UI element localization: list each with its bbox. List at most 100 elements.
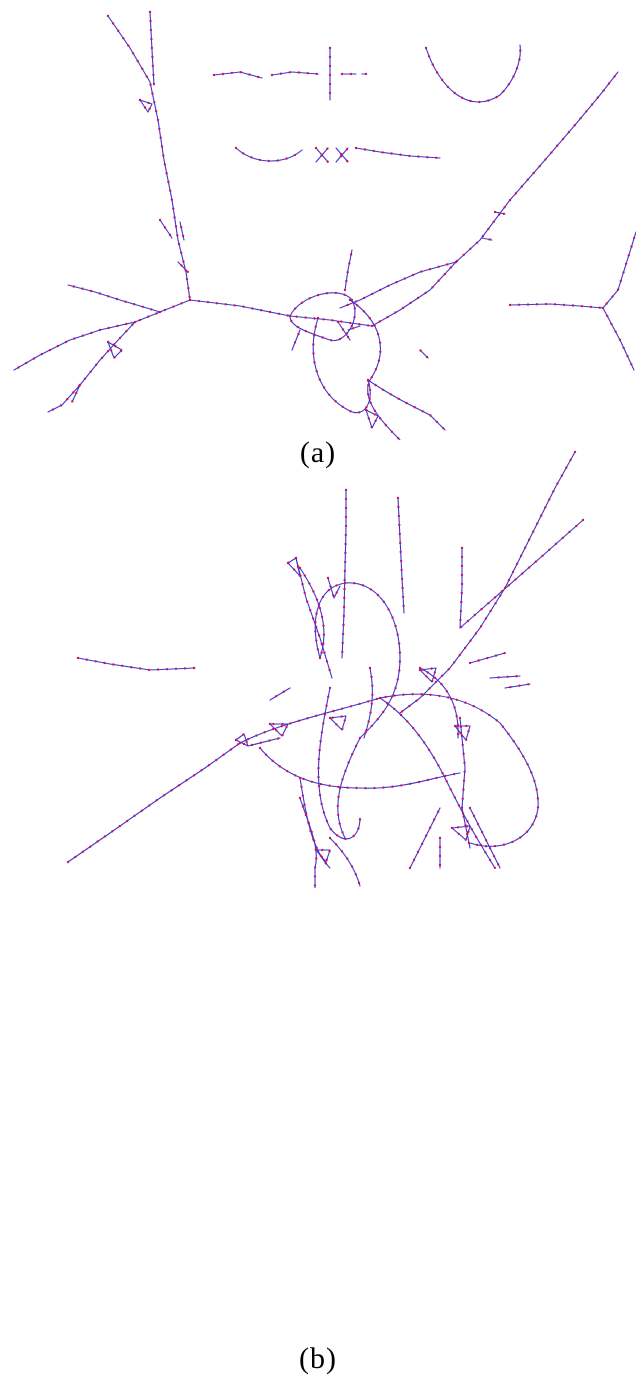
panel-a: (a) bbox=[0, 0, 636, 469]
graph-node bbox=[325, 660, 329, 663]
graph-node bbox=[425, 355, 429, 359]
graph-node bbox=[481, 234, 485, 238]
graph-node bbox=[306, 600, 309, 603]
graph-node bbox=[480, 830, 484, 834]
graph-node bbox=[534, 560, 537, 563]
graph-node bbox=[447, 668, 450, 671]
graph-node bbox=[270, 73, 274, 77]
graph-node bbox=[349, 410, 352, 413]
graph-node bbox=[313, 361, 316, 364]
graph-node bbox=[89, 370, 92, 373]
graph-node bbox=[322, 624, 325, 627]
graph-node bbox=[328, 393, 331, 396]
graph-node bbox=[460, 546, 464, 550]
graph-node bbox=[408, 866, 412, 870]
graph-node bbox=[162, 794, 166, 797]
graph-node bbox=[396, 678, 399, 681]
edge-path bbox=[107, 15, 191, 301]
graph-node bbox=[354, 873, 358, 876]
graph-node bbox=[317, 766, 320, 770]
graph-node bbox=[344, 515, 348, 519]
graph-node bbox=[341, 328, 345, 331]
graph-node bbox=[268, 310, 272, 314]
graph-node bbox=[441, 78, 444, 82]
graph-node bbox=[160, 145, 164, 148]
graph-node bbox=[308, 297, 311, 300]
graph-node bbox=[85, 658, 89, 661]
graph-node bbox=[429, 693, 432, 696]
graph-node bbox=[118, 824, 122, 828]
graph-node bbox=[317, 634, 321, 637]
edge-path bbox=[459, 717, 471, 849]
graph-node bbox=[242, 733, 245, 736]
graph-node bbox=[424, 834, 428, 837]
graph-node bbox=[59, 404, 63, 407]
graph-node bbox=[527, 566, 531, 569]
graph-node bbox=[40, 352, 43, 356]
graph-node bbox=[605, 302, 608, 305]
graph-node bbox=[456, 724, 459, 728]
graph-node bbox=[590, 103, 594, 106]
graph-node bbox=[328, 716, 332, 720]
edge-path bbox=[509, 231, 636, 309]
graph-node bbox=[317, 775, 320, 779]
graph-node bbox=[376, 718, 379, 721]
graph-node bbox=[96, 840, 99, 843]
graph-node bbox=[313, 839, 316, 842]
graph-node bbox=[453, 661, 456, 664]
graph-node bbox=[488, 238, 491, 241]
graph-node bbox=[475, 241, 479, 244]
graph-node bbox=[370, 324, 374, 328]
graph-node bbox=[315, 598, 319, 601]
graph-node bbox=[297, 719, 301, 722]
graph-node bbox=[420, 693, 423, 696]
graph-node bbox=[282, 690, 285, 693]
graph-node bbox=[433, 671, 436, 674]
graph-node bbox=[349, 705, 353, 708]
graph-node bbox=[523, 546, 527, 549]
graph-node bbox=[136, 59, 139, 63]
graph-node bbox=[155, 799, 158, 802]
edge-path bbox=[329, 837, 361, 887]
graph-node bbox=[329, 585, 332, 588]
graph-node bbox=[538, 165, 541, 168]
graph-node bbox=[310, 780, 314, 783]
graph-node bbox=[297, 71, 300, 74]
graph-node bbox=[310, 830, 313, 834]
graph-node bbox=[264, 753, 268, 756]
graph-node bbox=[467, 730, 470, 733]
graph-node bbox=[184, 269, 187, 272]
graph-node bbox=[589, 305, 593, 309]
graph-node bbox=[186, 270, 189, 273]
graph-node bbox=[426, 156, 429, 159]
graph-node bbox=[308, 582, 311, 585]
graph-node bbox=[325, 819, 329, 823]
graph-node bbox=[441, 674, 444, 677]
graph-node bbox=[459, 725, 463, 729]
graph-node bbox=[315, 639, 318, 642]
edge-path bbox=[337, 737, 361, 839]
graph-node bbox=[343, 596, 346, 600]
graph-node bbox=[370, 376, 373, 379]
graph-node bbox=[401, 595, 405, 599]
edge-path bbox=[259, 747, 461, 789]
graph-node bbox=[511, 840, 514, 844]
graph-node bbox=[315, 370, 318, 373]
graph-node bbox=[421, 410, 424, 413]
graph-node bbox=[81, 287, 84, 290]
graph-node bbox=[465, 724, 468, 728]
graph-node bbox=[619, 279, 622, 283]
graph-node bbox=[313, 317, 316, 320]
graph-node bbox=[464, 738, 468, 741]
graph-node bbox=[341, 707, 344, 710]
graph-node bbox=[322, 386, 326, 389]
graph-node bbox=[344, 560, 347, 564]
graph-node bbox=[479, 843, 482, 846]
graph-node bbox=[165, 172, 168, 175]
graph-node bbox=[281, 733, 284, 737]
graph-node bbox=[300, 785, 303, 789]
graph-node bbox=[533, 779, 536, 783]
graph-node bbox=[328, 784, 331, 787]
edge-path bbox=[139, 99, 153, 113]
graph-node bbox=[469, 99, 472, 103]
